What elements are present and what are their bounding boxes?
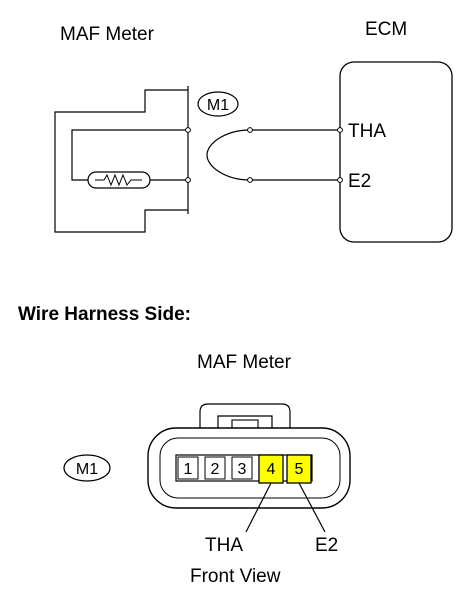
pin-number: 1 bbox=[184, 461, 193, 478]
ecm-terminal-dot bbox=[337, 177, 343, 183]
pin-cell: 3 bbox=[231, 456, 253, 480]
pin-cell-highlighted: 5 bbox=[286, 454, 312, 484]
ecm-pin-e2: E2 bbox=[348, 171, 371, 192]
terminal-dot bbox=[185, 127, 191, 133]
wire-tha bbox=[206, 129, 251, 181]
maf-meter-title: MAF Meter bbox=[60, 24, 155, 45]
pin-number: 5 bbox=[295, 461, 304, 478]
connector-m1-label: M1 bbox=[207, 97, 229, 114]
pin-number: 3 bbox=[238, 461, 247, 478]
harness-maf-title: MAF Meter bbox=[197, 352, 292, 373]
connector-m1-tag: M1 bbox=[197, 91, 239, 117]
front-view-caption: Front View bbox=[190, 566, 281, 587]
callout-tha: THA bbox=[205, 535, 243, 556]
ecm-title: ECM bbox=[365, 19, 407, 40]
pin-cell-highlighted: 4 bbox=[258, 454, 284, 484]
pin-cell: 1 bbox=[177, 456, 199, 480]
pin-cell: 2 bbox=[204, 456, 226, 480]
harness-heading: Wire Harness Side: bbox=[18, 304, 191, 325]
ecm-terminal-dot bbox=[337, 127, 343, 133]
callout-e2: E2 bbox=[315, 535, 338, 556]
circuit-diagram: MAF Meter ECM M1 THA E2 bbox=[54, 19, 453, 243]
terminal-dot bbox=[185, 177, 191, 183]
connector-m1-label: M1 bbox=[76, 461, 98, 478]
sensor-circuit-loop bbox=[71, 129, 188, 181]
ecm-pin-tha: THA bbox=[348, 121, 386, 142]
callout-leader-tha bbox=[245, 482, 272, 533]
harness-connector-m1-tag: M1 bbox=[63, 454, 111, 482]
thermistor-icon bbox=[87, 171, 151, 189]
splice-dot bbox=[247, 127, 253, 133]
splice-dot bbox=[247, 177, 253, 183]
ecm-box bbox=[339, 61, 453, 243]
pin-number: 4 bbox=[267, 461, 276, 478]
harness-section: Wire Harness Side: MAF Meter 1 2 3 bbox=[18, 304, 351, 587]
callout-leader-e2 bbox=[298, 482, 326, 533]
connector-front-view: 1 2 3 4 5 bbox=[147, 403, 351, 509]
maf-meter-housing bbox=[54, 89, 188, 233]
pin-number: 2 bbox=[211, 461, 220, 478]
